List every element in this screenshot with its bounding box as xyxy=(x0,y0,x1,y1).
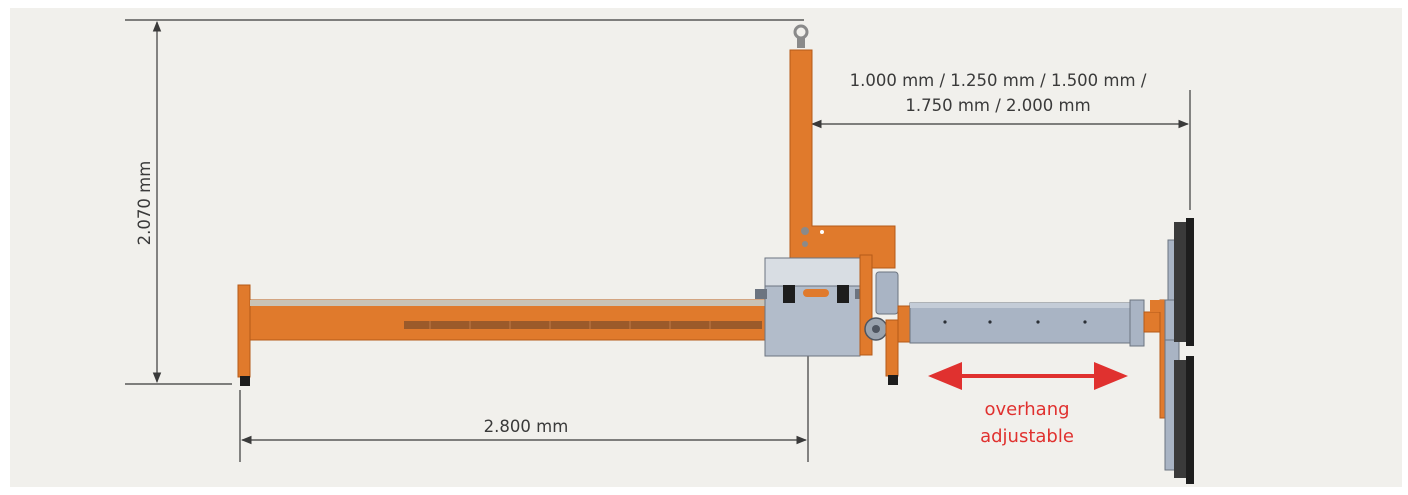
lifting-eye xyxy=(793,24,809,40)
overhang-adjust-arrow xyxy=(928,362,1128,390)
overhang-dimension-label-line1: 1.000 mm / 1.250 mm / 1.500 mm / xyxy=(850,71,1147,90)
housing-clamp-left xyxy=(783,285,795,303)
overhang-adjustable-label-line2: adjustable xyxy=(980,426,1074,447)
length-dimension-label: 2.800 mm xyxy=(484,417,569,436)
hook-arm xyxy=(789,24,896,269)
height-dimension-label: 2.070 mm xyxy=(135,161,154,246)
overhang-adjustable-label-line1: overhang xyxy=(984,399,1069,420)
telescopic-arm xyxy=(897,299,1145,347)
suction-pad-upper xyxy=(1174,222,1188,342)
beam-foot xyxy=(240,376,250,386)
housing-clamp-right xyxy=(837,285,849,303)
main-beam xyxy=(237,284,771,386)
control-housing xyxy=(755,254,899,385)
housing-foot xyxy=(888,375,898,385)
suction-pad-lower xyxy=(1174,360,1188,478)
overhang-dimension-label-line2: 1.750 mm / 2.000 mm xyxy=(905,96,1090,115)
suction-pad-assembly xyxy=(1143,218,1194,484)
